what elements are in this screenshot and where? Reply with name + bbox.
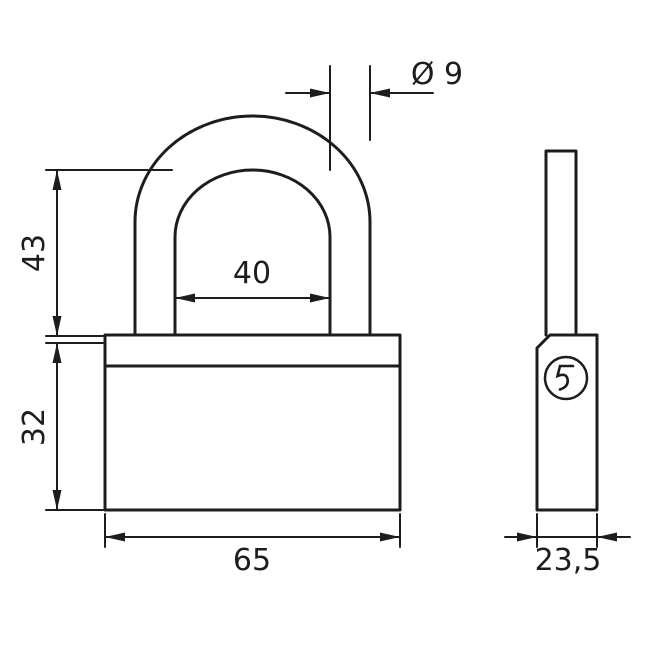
arrowhead-up-icon — [52, 343, 62, 363]
arrowhead-up-icon — [52, 170, 62, 190]
arrowhead-left-icon — [370, 88, 390, 98]
arrowhead-left-icon — [175, 293, 195, 303]
arrowhead-left-icon — [105, 532, 125, 542]
dimension-shackle-diameter: Ø 9 — [285, 57, 463, 171]
key-logo-icon — [555, 364, 575, 391]
dimension-shackle-inner-width: 40 — [174, 256, 331, 303]
dim-shackle-diameter-label: Ø 9 — [411, 57, 463, 92]
arrowhead-down-icon — [52, 316, 62, 336]
arrowhead-left-icon — [597, 532, 617, 542]
dim-body-height-label: 32 — [17, 408, 52, 446]
arrowhead-right-icon — [517, 532, 537, 542]
dimension-body-width: 65 — [104, 513, 401, 578]
side-body-outline — [535, 333, 599, 512]
arrowhead-right-icon — [310, 293, 330, 303]
side-view — [535, 149, 599, 512]
arrowhead-down-icon — [52, 490, 62, 510]
side-shackle-bar — [544, 149, 578, 337]
dimension-body-depth: 23,5 — [504, 513, 631, 578]
dimension-body-height: 32 — [17, 342, 104, 511]
dimension-shackle-clearance-height: 43 — [17, 169, 173, 337]
dim-shackle-height-label: 43 — [17, 234, 52, 272]
keyhole-rosette — [543, 355, 589, 401]
shackle-outer-contour — [133, 114, 372, 337]
arrowhead-right-icon — [310, 88, 330, 98]
dim-body-depth-label: 23,5 — [535, 543, 602, 578]
arrowhead-right-icon — [380, 532, 400, 542]
shackle-inner-contour — [173, 168, 332, 337]
dim-inner-width-label: 40 — [233, 256, 271, 291]
padlock-body-outline — [103, 333, 402, 512]
dim-body-width-label: 65 — [233, 543, 271, 578]
front-view — [103, 114, 402, 512]
